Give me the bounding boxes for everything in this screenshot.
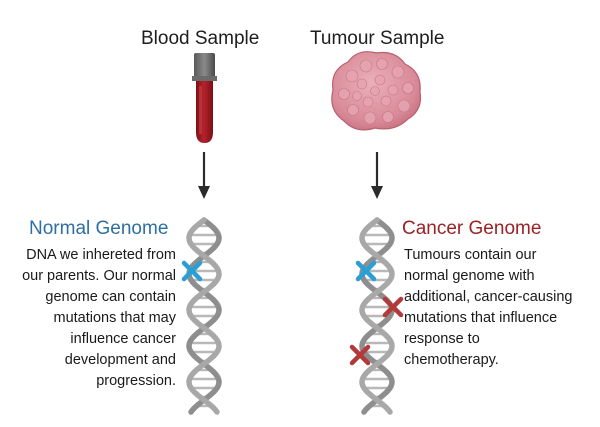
normal-genome-description: DNA we inhereted from our parents. Our n… bbox=[22, 245, 176, 392]
description-line: Tumours contain our bbox=[404, 247, 537, 263]
tumour-sample-title: Tumour Sample bbox=[310, 28, 445, 49]
description-line: response to bbox=[404, 331, 480, 347]
description-line: DNA we inhereted from bbox=[26, 247, 176, 263]
arrow-down-icon bbox=[371, 152, 383, 199]
description-line: our parents. Our normal bbox=[22, 268, 176, 284]
blood-sample-title: Blood Sample bbox=[141, 28, 260, 49]
blood-tube-icon bbox=[192, 53, 217, 143]
dna-helix-icon bbox=[186, 217, 222, 415]
description-line: chemotherapy. bbox=[404, 352, 499, 368]
mutation-x-icon bbox=[181, 260, 203, 282]
description-line: progression. bbox=[96, 373, 176, 389]
description-line: normal genome with bbox=[404, 268, 535, 284]
normal-genome-title: Normal Genome bbox=[29, 218, 169, 239]
arrow-down-icon bbox=[198, 152, 210, 199]
mutation-x-icon bbox=[382, 296, 404, 318]
dna-helix-icon bbox=[359, 217, 395, 415]
mutation-x-icon bbox=[349, 344, 371, 366]
description-line: mutations that may bbox=[53, 310, 177, 326]
tumour-icon bbox=[331, 51, 422, 131]
description-line: genome can contain bbox=[45, 289, 176, 305]
description-line: mutations that influence bbox=[404, 310, 558, 326]
description-line: influence cancer bbox=[70, 331, 176, 347]
description-line: development and bbox=[64, 352, 176, 368]
cancer-genome-description: Tumours contain our normal genome with a… bbox=[404, 245, 572, 371]
cancer-genome-title: Cancer Genome bbox=[402, 218, 542, 239]
mutation-x-icon bbox=[355, 260, 377, 282]
description-line: additional, cancer-causing bbox=[404, 289, 573, 305]
